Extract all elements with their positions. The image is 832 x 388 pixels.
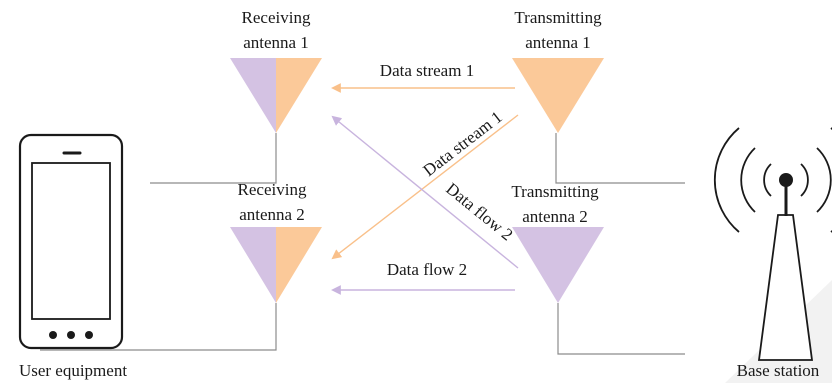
rx1-orange-half xyxy=(276,58,322,133)
transmitting-antenna-1 xyxy=(512,58,604,133)
straight-2-label: Data flow 2 xyxy=(387,260,467,279)
arrow-diagonal-1 xyxy=(331,114,519,260)
rx2-orange-half xyxy=(276,227,322,303)
base-station-label: Base station xyxy=(737,361,820,380)
rx1-wire xyxy=(150,133,277,184)
tx2-wire xyxy=(557,303,685,355)
tx1-label-line2: antenna 1 xyxy=(525,33,591,52)
rx2-wire xyxy=(40,303,277,351)
receiving-antenna-1 xyxy=(230,58,322,133)
tx2-label-line2: antenna 2 xyxy=(522,207,588,226)
straight-1-label: Data stream 1 xyxy=(380,61,474,80)
transmitting-antenna-2 xyxy=(512,227,604,303)
user-equipment-label: User equipment xyxy=(19,361,127,380)
receiving-antenna-2 xyxy=(230,227,322,303)
rx2-purple-half xyxy=(230,227,276,303)
rx1-label-line1: Receiving xyxy=(242,8,311,27)
rx2-label-line2: antenna 2 xyxy=(239,205,305,224)
diagonal-2-label: Data flow 2 xyxy=(442,179,516,244)
rx1-purple-half xyxy=(230,58,276,133)
smartphone-icon xyxy=(18,133,124,350)
arrow-diagonal-2 xyxy=(331,115,519,269)
rx2-label-line1: Receiving xyxy=(238,180,307,199)
diagonal-1-label: Data stream 1 xyxy=(419,107,505,180)
tx1-label-line1: Transmitting xyxy=(514,8,602,27)
tx1-wire xyxy=(555,133,685,184)
wires xyxy=(40,133,685,355)
radio-tower-icon xyxy=(713,127,832,361)
tx2-label-line1: Transmitting xyxy=(511,182,599,201)
rx1-label-line2: antenna 1 xyxy=(243,33,309,52)
